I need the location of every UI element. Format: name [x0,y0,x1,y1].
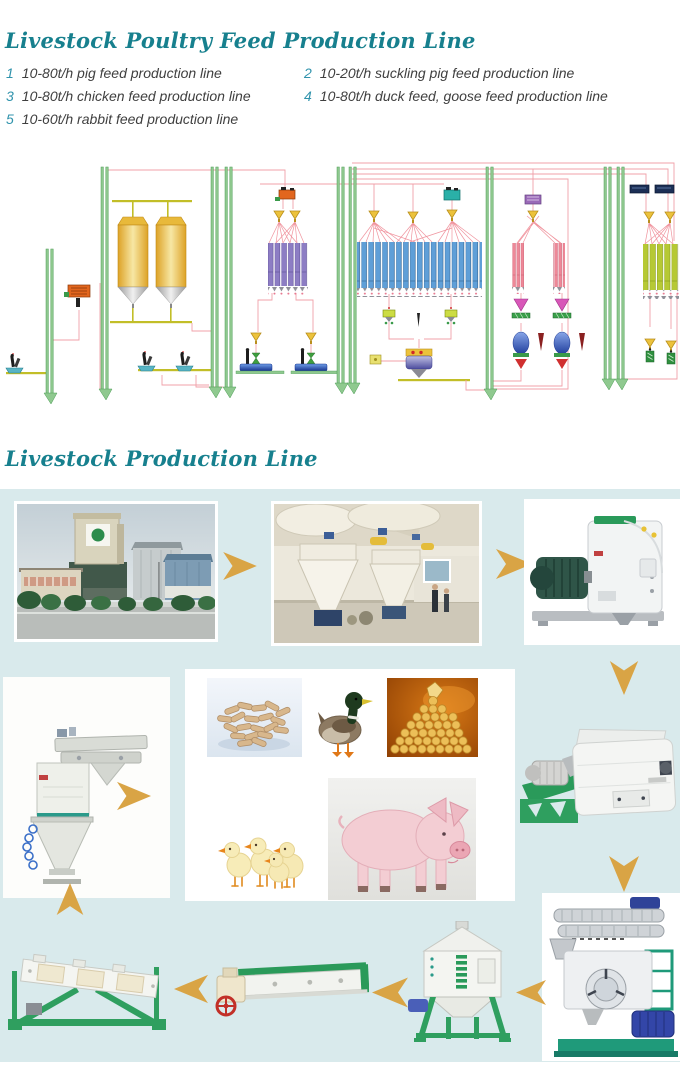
flow-arrow-right-icon [221,552,259,580]
diagram-distributor-fans [268,215,674,245]
list-item-text: 10-60t/h rabbit feed production line [21,111,239,127]
bagging-machine [22,727,148,884]
feed-plant-flow-diagram [0,143,680,413]
flow-arrow-right-icon [495,549,533,579]
workshop-cyclones [297,543,421,626]
duck-photo [308,678,374,761]
diagram-olive-conveyor-lines [6,200,470,382]
diagram-purple-machine-icon [524,194,542,205]
factory-trees [17,591,215,611]
mixer-photo [516,715,680,845]
diagram-pink-bins [512,243,565,294]
list-item-number: 2 [304,65,312,81]
cooler-machine [408,921,511,1042]
diagram-navy-machines-icon [629,184,675,194]
piglet-photo [328,778,476,900]
list-item-number: 1 [6,65,14,81]
feed-products-collage [185,669,515,901]
pellet-mill-machine [549,897,678,1057]
page-title: Livestock Poultry Feed Production Line [5,28,476,53]
pellet-pieces [217,700,291,747]
hammer-mill-body [587,516,663,614]
flow-arrow-down-icon [607,661,641,695]
diagram-distributor-cones [273,209,676,224]
diagram-main-mixer-icon [369,348,433,378]
piglet-figure [338,797,471,892]
factory-photo [14,501,218,642]
diagram-scale-hoppers [382,306,458,327]
golden-feed-photo [387,678,478,757]
workshop-photo [271,501,482,646]
flow-arrow-down-icon [606,856,642,892]
flow-arrow-left-icon [516,976,546,1009]
conveyor-drive [215,967,246,1017]
list-item-text: 10-80t/h duck feed, goose feed productio… [319,88,608,104]
bagging-machine-photo [3,677,170,898]
diagram-grinder-machine-icon [64,284,91,307]
screener-body [20,953,159,999]
diagram-blue-bin-bank [357,242,482,297]
diagram-packing-stations [645,339,676,364]
diagram-bucket-elevators [43,166,629,405]
drag-conveyor-photo [215,956,369,1022]
conveyor-machine [237,962,369,1000]
list-item-text: 10-80t/h pig feed production line [21,65,222,81]
mixer-body [572,728,677,816]
list-item-number: 4 [304,88,312,104]
list-item: 4 10-80t/h duck feed, goose feed producti… [304,88,608,104]
list-item-text: 10-80t/h chicken feed production line [21,88,251,104]
list-item-number: 5 [6,111,14,127]
flow-arrow-left-icon [174,972,208,1006]
diagram-purple-bin-bank [268,243,308,295]
cooler-photo [406,921,519,1044]
duck-figure [318,692,373,758]
flow-arrow-up-icon [54,883,86,915]
diagram-cyclones-and-coolers [511,298,585,369]
list-item-text: 10-20t/h suckling pig feed production li… [319,65,575,81]
air-hose [22,824,38,870]
diagram-rotary-sieve-icon [275,187,296,201]
diagram-intake-stations [5,333,339,374]
list-item: 3 10-80t/h chicken feed production line [6,88,251,104]
section-title: Livestock Production Line [5,446,318,471]
flow-arrow-left-icon [372,976,408,1009]
hammer-mill-photo [524,499,680,645]
list-item-number: 3 [6,88,14,104]
workshop-ceiling-machinery [274,504,479,550]
rotary-screener-photo [6,945,174,1033]
diagram-pink-pipes [52,162,678,391]
workshop-workers [432,584,450,612]
diagram-raw-material-silos [117,216,187,308]
diagram-teal-machine-icon [443,187,461,201]
diagram-lime-bin-bank [643,244,679,299]
feed-pellets-photo [207,678,302,757]
hammer-mill-motor [530,557,592,599]
livestock-flow-panel [0,489,680,1062]
chicks-photo [215,808,313,890]
list-item: 5 10-60t/h rabbit feed production line [6,111,238,127]
pellet-mill-photo [542,893,680,1061]
chicks-figures [218,837,304,889]
flow-arrow-right-icon [117,781,151,811]
list-item: 1 10-80t/h pig feed production line [6,65,222,81]
feed-mound [390,681,472,754]
list-item: 2 10-20t/h suckling pig feed production l… [304,65,574,81]
